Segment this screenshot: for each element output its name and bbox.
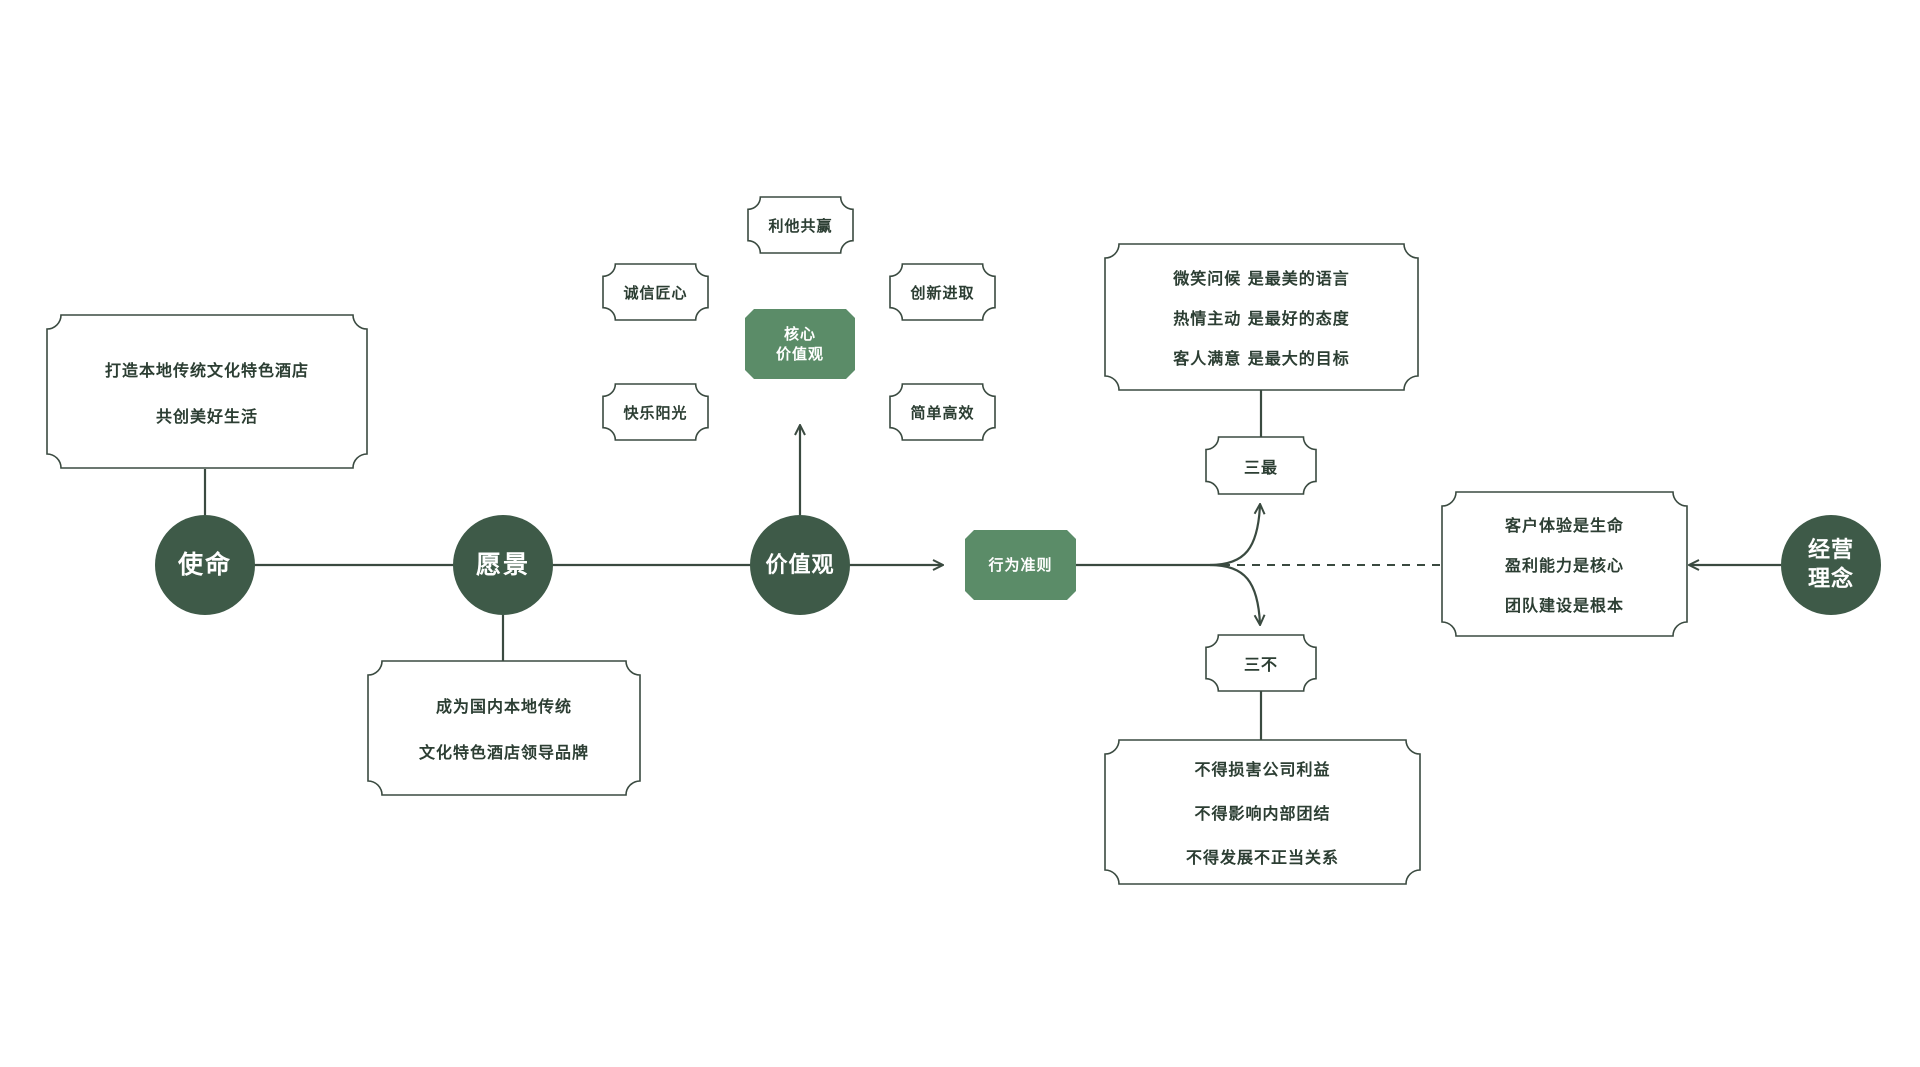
vision-box: 成为国内本地传统 文化特色酒店领导品牌 bbox=[367, 660, 641, 796]
frame-border bbox=[747, 196, 854, 254]
core-value-item: 利他共赢 bbox=[747, 196, 854, 254]
frame-border bbox=[367, 660, 641, 796]
vision-label: 愿景 bbox=[475, 549, 530, 579]
philosophy-label-line: 理念 bbox=[1807, 566, 1854, 592]
frame-border bbox=[602, 263, 709, 321]
badge-background bbox=[745, 309, 855, 379]
core-values-center: 核心 价值观 bbox=[745, 309, 855, 379]
philosophy-circle: 经营 理念 bbox=[1781, 515, 1881, 615]
three-most-label-box: 三最 bbox=[1205, 436, 1317, 495]
core-value-label: 快乐阳光 bbox=[623, 403, 688, 422]
frame-border bbox=[46, 314, 368, 469]
core-value-item: 诚信匠心 bbox=[602, 263, 709, 321]
frame-border bbox=[1205, 436, 1317, 495]
philosophy-line: 盈利能力是核心 bbox=[1504, 556, 1624, 575]
mission-line: 共创美好生活 bbox=[155, 406, 258, 426]
three-nots-line: 不得损害公司利益 bbox=[1194, 760, 1331, 779]
core-values-center-line: 价值观 bbox=[775, 345, 824, 363]
frame-border bbox=[889, 263, 996, 321]
frame-border bbox=[889, 383, 996, 441]
core-values-center-line: 核心 bbox=[783, 324, 816, 343]
philosophy-box: 客户体验是生命 盈利能力是核心 团队建设是根本 bbox=[1441, 491, 1688, 637]
three-most-box: 微笑问候 是最美的语言 热情主动 是最好的态度 客人满意 是最大的目标 bbox=[1104, 243, 1419, 391]
vision-circle: 愿景 bbox=[453, 515, 553, 615]
mission-box: 打造本地传统文化特色酒店 共创美好生活 bbox=[46, 314, 368, 469]
vision-line: 成为国内本地传统 bbox=[435, 697, 572, 716]
philosophy-line: 团队建设是根本 bbox=[1504, 596, 1624, 615]
conduct-node: 行为准则 bbox=[965, 530, 1076, 600]
mission-label: 使命 bbox=[177, 549, 232, 579]
three-nots-line: 不得影响内部团结 bbox=[1194, 804, 1331, 823]
values-circle: 价值观 bbox=[750, 515, 850, 615]
values-label: 价值观 bbox=[765, 551, 835, 578]
three-most-label: 三最 bbox=[1243, 457, 1278, 477]
three-most-line: 客人满意 是最大的目标 bbox=[1173, 349, 1350, 368]
core-value-label: 诚信匠心 bbox=[623, 283, 688, 302]
core-value-item: 创新进取 bbox=[889, 263, 996, 321]
vision-line: 文化特色酒店领导品牌 bbox=[418, 743, 589, 762]
mission-circle: 使命 bbox=[155, 515, 255, 615]
philosophy-line: 客户体验是生命 bbox=[1504, 516, 1624, 535]
fork-up-arrow bbox=[1209, 505, 1260, 567]
philosophy-label-line: 经营 bbox=[1807, 537, 1854, 564]
core-value-item: 快乐阳光 bbox=[602, 383, 709, 441]
core-value-label: 利他共赢 bbox=[768, 216, 833, 235]
three-nots-label: 三不 bbox=[1243, 655, 1278, 674]
three-nots-label-box: 三不 bbox=[1205, 634, 1317, 692]
frame-border bbox=[602, 383, 709, 441]
core-value-item: 简单高效 bbox=[889, 383, 996, 441]
conduct-label: 行为准则 bbox=[988, 555, 1053, 574]
three-most-line: 热情主动 是最好的态度 bbox=[1173, 309, 1350, 328]
frame-border bbox=[1104, 739, 1421, 885]
fork-down-arrow bbox=[1209, 563, 1260, 624]
core-value-label: 简单高效 bbox=[910, 403, 975, 422]
frame-border bbox=[1104, 243, 1419, 391]
three-nots-line: 不得发展不正当关系 bbox=[1185, 848, 1339, 867]
three-most-line: 微笑问候 是最美的语言 bbox=[1173, 269, 1350, 288]
core-value-label: 创新进取 bbox=[910, 283, 975, 302]
badge-background bbox=[965, 530, 1076, 600]
three-nots-box: 不得损害公司利益 不得影响内部团结 不得发展不正当关系 bbox=[1104, 739, 1421, 885]
frame-border bbox=[1205, 634, 1317, 692]
frame-border bbox=[1441, 491, 1688, 637]
mission-line: 打造本地传统文化特色酒店 bbox=[104, 360, 309, 380]
